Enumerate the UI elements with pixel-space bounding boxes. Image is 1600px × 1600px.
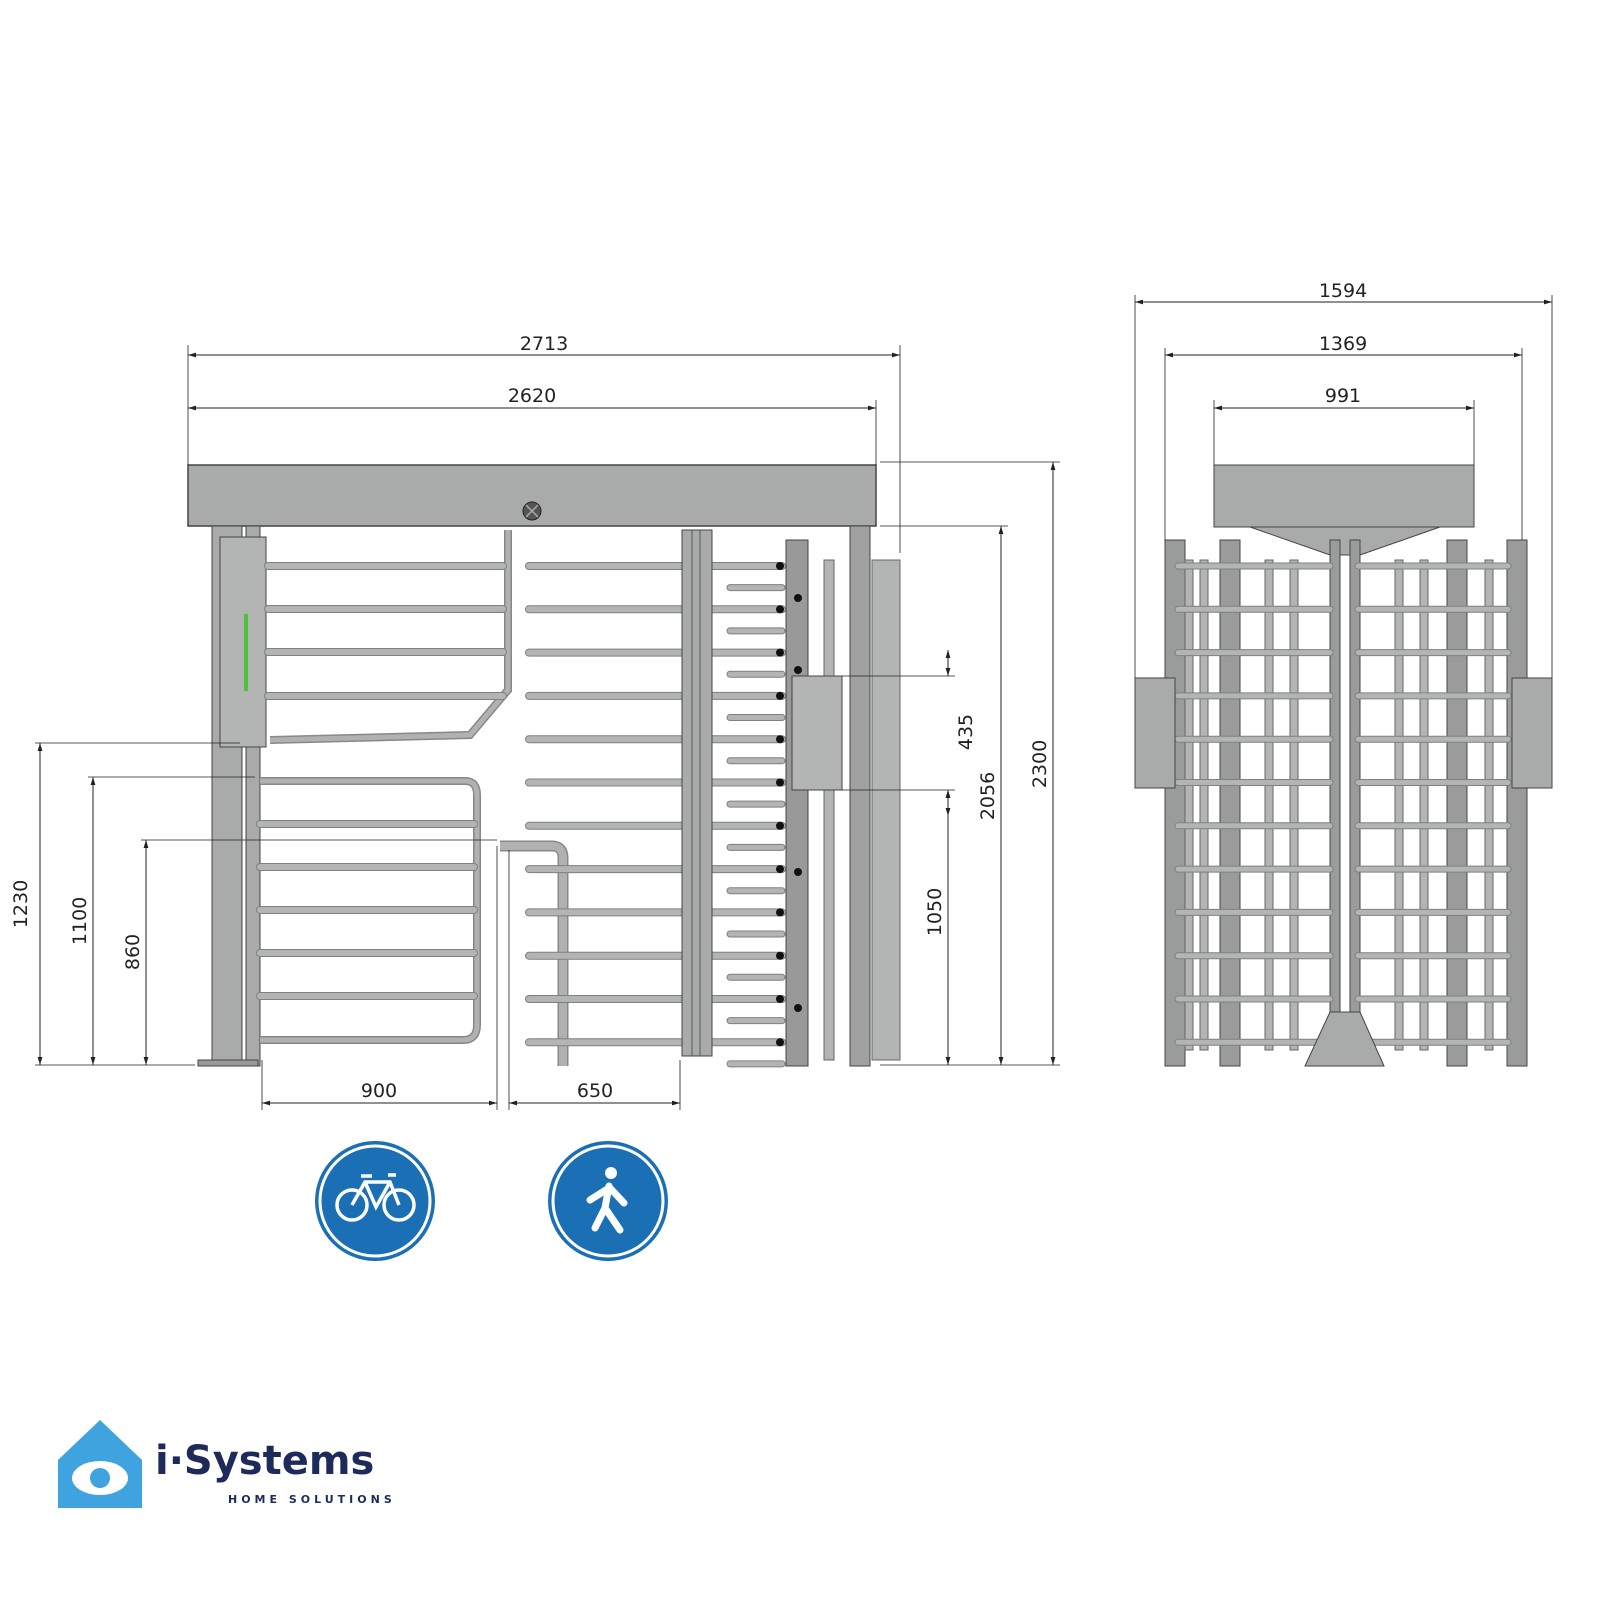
dimension-lines	[35, 295, 1553, 1110]
bar-cap	[776, 778, 784, 787]
side-post	[1506, 539, 1528, 1067]
side-bar	[1264, 559, 1274, 1051]
reader-panel-left	[219, 536, 267, 748]
dim-991: 991	[1325, 385, 1361, 407]
dimension-labels: 2713 2620 1594 1369 991 900 650 2300 205…	[10, 280, 1367, 1102]
side-post	[1329, 539, 1341, 1067]
side-reader-left	[1134, 677, 1176, 789]
side-structure	[1164, 539, 1528, 1067]
bar-cap	[776, 995, 784, 1003]
bolt	[794, 1004, 802, 1012]
bolt	[794, 666, 802, 674]
side-roof-bracket	[1249, 526, 1441, 556]
bar-cap	[776, 691, 784, 700]
pedestrian-icon	[586, 1167, 628, 1234]
dim-900: 900	[361, 1080, 397, 1102]
dim-1369: 1369	[1319, 333, 1367, 355]
bar-cap	[776, 821, 784, 830]
right-post	[849, 525, 871, 1067]
upper-gate-frame	[269, 530, 512, 744]
sign-ring	[551, 1144, 665, 1258]
handrail-highlight	[500, 842, 567, 1066]
status-indicator	[244, 614, 248, 691]
dim-435: 435	[955, 714, 977, 750]
bar-cap	[776, 908, 784, 917]
bar-cap	[776, 605, 784, 614]
side-base	[1304, 1011, 1385, 1067]
dim-overall-width: 2713	[520, 333, 568, 355]
sign-ring	[318, 1144, 432, 1258]
logo-brand: i·Systems	[155, 1438, 374, 1484]
reader-box-right	[791, 675, 843, 791]
right-fence	[871, 559, 901, 1061]
fan-cross	[525, 504, 539, 518]
right-bar	[823, 559, 835, 1061]
dim-1050: 1050	[924, 888, 946, 936]
side-view	[1134, 464, 1553, 1067]
bolts	[776, 562, 802, 1047]
side-post	[1349, 539, 1361, 1067]
side-reader-right	[1511, 677, 1553, 789]
bicycle-lane-sign	[315, 1141, 435, 1261]
bar-cap	[776, 735, 784, 744]
gate-bars	[256, 562, 786, 1068]
side-post	[1164, 539, 1186, 1067]
bicycle-icon	[335, 1173, 416, 1222]
dim-2056: 2056	[977, 772, 999, 820]
dim-860: 860	[122, 934, 144, 970]
left-base-plate	[197, 1059, 259, 1067]
bar-cap	[776, 951, 784, 960]
side-post	[1219, 539, 1241, 1067]
bolt	[794, 594, 802, 602]
pedestrian-lane-sign	[548, 1141, 668, 1261]
logo-pupil-icon	[90, 1468, 110, 1488]
bar-cap	[776, 1038, 784, 1047]
dim-roof-width: 2620	[508, 385, 556, 407]
dim-2300: 2300	[1029, 740, 1051, 788]
logo-tagline: HOME SOLUTIONS	[228, 1493, 396, 1506]
upper-gate-frame-highlight	[269, 530, 511, 743]
front-view	[187, 464, 901, 1068]
side-bar	[1484, 559, 1494, 1051]
dim-1230: 1230	[10, 880, 32, 928]
side-post	[1446, 539, 1468, 1067]
dim-1594: 1594	[1319, 280, 1367, 302]
bolt	[794, 868, 802, 876]
side-bar	[1394, 559, 1404, 1051]
side-bar	[1199, 559, 1209, 1051]
side-bar	[1184, 559, 1194, 1051]
i-systems-logo: i·Systems HOME SOLUTIONS	[58, 1420, 396, 1508]
dim-1100: 1100	[69, 897, 91, 945]
side-bar	[1289, 559, 1299, 1051]
bar-cap	[776, 648, 784, 657]
side-roof	[1213, 464, 1475, 528]
rotor-column	[681, 529, 713, 1057]
dim-650: 650	[577, 1080, 613, 1102]
bar-cap	[776, 562, 784, 570]
bar-cap	[776, 865, 784, 874]
right-frame-post	[785, 539, 809, 1067]
side-bar	[1419, 559, 1429, 1051]
